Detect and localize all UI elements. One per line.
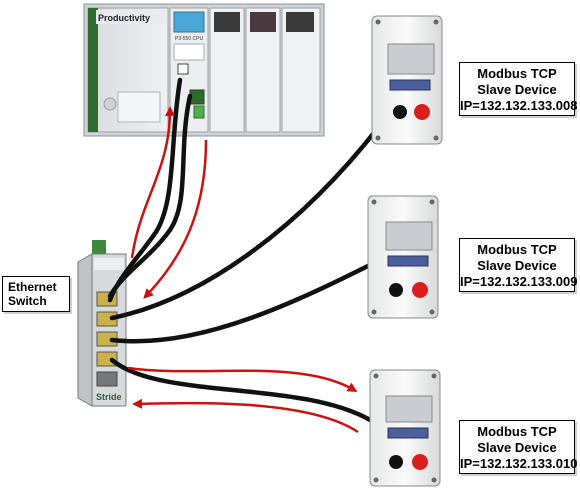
cable-to-slave-1 [109, 117, 387, 321]
usb-port [177, 63, 189, 75]
slave-3-label: Modbus TCP Slave Device IP=132.132.133.0… [459, 420, 578, 474]
slave-3-role: Slave Device [477, 440, 557, 455]
arrow-switch-to-plc [130, 106, 175, 259]
slave-1-role: Slave Device [477, 82, 557, 97]
switch-brand-label: Stride [96, 392, 122, 402]
arrow-plc-to-switch [143, 139, 208, 299]
io-module-1 [209, 7, 245, 133]
slave-3-ip: IP=132.132.133.010 [460, 456, 578, 471]
slave-1-label: Modbus TCP Slave Device IP=132.132.133.0… [459, 62, 578, 116]
plc-rack: Productivity P3-550 CPU [83, 3, 325, 137]
cable-to-slave-2 [109, 255, 387, 344]
slave-device-2 [367, 195, 439, 319]
ethernet-port [189, 89, 205, 105]
slave-2-protocol: Modbus TCP [477, 242, 557, 257]
slave-device-3 [369, 369, 441, 487]
arrow-slave-3-to-switch [132, 398, 359, 434]
slave-2-role: Slave Device [477, 258, 557, 273]
power-supply-module: Productivity [87, 7, 169, 133]
slave-device-1 [371, 15, 443, 145]
cpu-label: P3-550 CPU [175, 36, 203, 42]
switch-label-line1: Ethernet [8, 280, 57, 294]
slave-2-label: Modbus TCP Slave Device IP=132.132.133.0… [459, 238, 578, 292]
cable-to-slave-3 [109, 357, 373, 423]
cable-plc-to-switch-a [107, 93, 193, 299]
data-flow-arrows [127, 106, 359, 434]
io-module-2 [245, 7, 281, 133]
plc-brand-label: Productivity [98, 13, 150, 23]
ethernet-switch-label: Ethernet Switch [2, 276, 70, 312]
switch-port-5 [96, 371, 118, 387]
cables [107, 77, 387, 423]
io-module-3 [281, 7, 321, 133]
slave-3-protocol: Modbus TCP [477, 424, 557, 439]
switch-label-line2: Switch [8, 294, 47, 308]
slave-1-protocol: Modbus TCP [477, 66, 557, 81]
slave-2-ip: IP=132.132.133.009 [460, 274, 578, 289]
arrow-switch-to-slave-3 [127, 366, 358, 393]
slave-1-ip: IP=132.132.133.008 [460, 98, 578, 113]
ethernet-switch: Stride [77, 240, 127, 407]
cable-plc-to-switch-b [107, 77, 183, 303]
